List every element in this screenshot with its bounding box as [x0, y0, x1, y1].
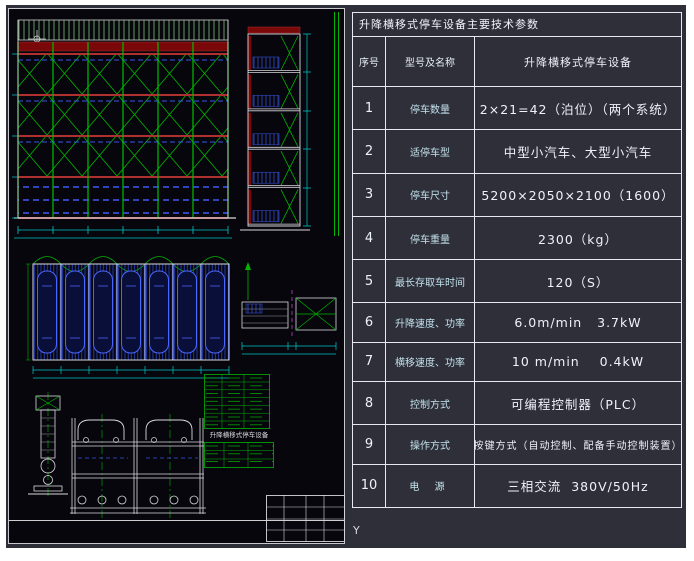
table-row: 2 适停车型 中型小汽车、大型小汽车 [353, 130, 681, 174]
row-label: 横移速度、功率 [386, 342, 475, 382]
section-detail-drawing [241, 262, 337, 355]
row-label: 控制方式 [386, 382, 475, 425]
row-no: 4 [353, 216, 386, 260]
table-row: 7 横移速度、功率 10 m/min 0.4kW [353, 342, 681, 383]
side-elevation-drawing [240, 26, 311, 231]
drawing-caption: 升降横移式停车设备 [209, 431, 269, 439]
row-value: 6.0m/min 3.7kW [514, 315, 642, 331]
row-no: 3 [353, 173, 386, 216]
row-no: 10 [353, 464, 386, 507]
row-label: 升降速度、功率 [386, 303, 475, 342]
header-value: 升降横移式停车设备 [524, 55, 632, 69]
front-elevation-drawing [12, 19, 236, 239]
row-no: 2 [353, 130, 386, 173]
table-row: 10 电 源 三相交流 380V/50Hz [353, 464, 681, 507]
row-label: 电 源 [386, 464, 475, 507]
title-block [266, 495, 345, 542]
row-no: 8 [353, 382, 386, 425]
row-value: 三相交流 380V/50Hz [507, 479, 649, 495]
spec-table-header: 序号 型号及名称 升降横移式停车设备 [353, 37, 681, 87]
row-value: 可编程控制器（PLC） [510, 396, 646, 412]
table-row: 4 停车重量 2300（kg） [353, 216, 681, 261]
row-value: 5200×2050×2100（1600） [481, 188, 675, 204]
header-no: 序号 [353, 37, 386, 86]
sheet-margin-line [334, 12, 335, 236]
table-row: 5 最长存取车时间 120（S） [353, 260, 681, 304]
plan-view-drawing [26, 256, 230, 379]
row-no: 6 [353, 303, 386, 342]
pallet-machine-detail-drawing [70, 414, 206, 520]
row-value: 2×21=42（泊位）（两个系统） [479, 101, 677, 117]
row-label: 停车尺寸 [386, 173, 475, 216]
hoist-column-detail-drawing [28, 392, 68, 496]
row-value: 10 m/min 0.4kW [511, 354, 645, 370]
row-no: 7 [353, 342, 386, 382]
table-row: 1 停车数量 2×21=42（泊位）（两个系统） [353, 87, 681, 131]
table-row: 9 操作方式 按键方式（自动控制、配备手动控制装置） [353, 425, 681, 465]
row-label: 停车重量 [386, 216, 475, 260]
table-row: 8 控制方式 可编程控制器（PLC） [353, 382, 681, 426]
row-no: 5 [353, 260, 386, 303]
row-no: 9 [353, 425, 386, 464]
row-value: 120（S） [546, 274, 610, 290]
row-label: 最长存取车时间 [386, 260, 475, 303]
row-value: 2300（kg） [538, 231, 618, 247]
row-value: 按键方式（自动控制、配备手动控制装置） [475, 441, 681, 453]
header-name: 型号及名称 [386, 37, 475, 86]
sheet-margin-line [338, 12, 339, 236]
row-label: 操作方式 [386, 425, 475, 464]
row-label: 停车数量 [386, 87, 475, 130]
spec-table-title: 升降横移式停车设备主要技术参数 [353, 13, 681, 37]
spec-table: 升降横移式停车设备主要技术参数 序号 型号及名称 升降横移式停车设备 1 停车数… [352, 12, 682, 508]
axis-y-label: Y [353, 524, 360, 537]
notes-table [204, 374, 270, 429]
row-label: 适停车型 [386, 130, 475, 173]
table-row: 3 停车尺寸 5200×2050×2100（1600） [353, 173, 681, 217]
title-strip-line [8, 520, 345, 521]
row-no: 1 [353, 87, 386, 130]
notes-table-2 [204, 442, 274, 468]
table-row: 6 升降速度、功率 6.0m/min 3.7kW [353, 303, 681, 343]
row-value: 中型小汽车、大型小汽车 [503, 144, 653, 160]
